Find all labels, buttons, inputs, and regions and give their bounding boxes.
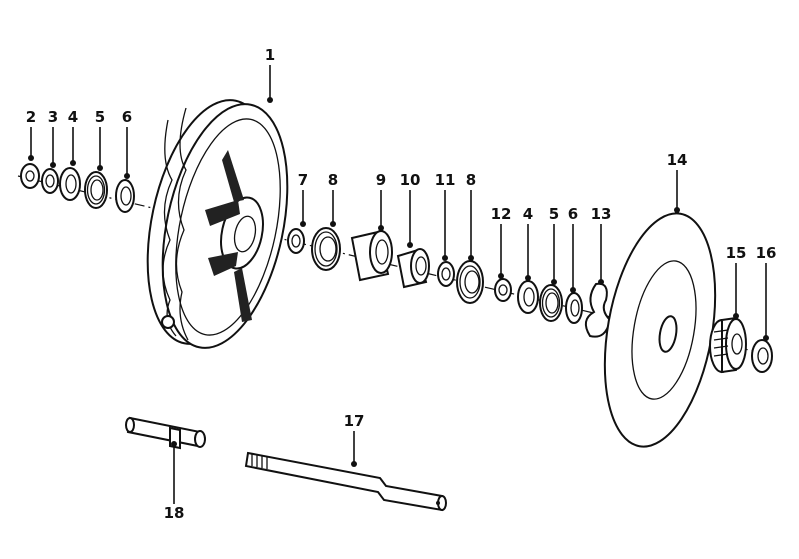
callout-dot-2 — [28, 155, 34, 161]
callout-label-6a: 6 — [122, 108, 132, 126]
callout-label-2: 2 — [26, 108, 36, 126]
sleeve-10 — [396, 248, 430, 289]
callout-label-4b: 4 — [523, 205, 533, 223]
callout-dot-16 — [763, 335, 769, 341]
axle-shaft — [244, 451, 447, 512]
callout-label-13: 13 — [591, 205, 612, 223]
callout-label-17: 17 — [344, 412, 365, 430]
callout-dot-5b — [551, 279, 557, 285]
callout-dot-3a — [50, 162, 56, 168]
bearing-5b — [539, 284, 563, 322]
callout-label-1: 1 — [265, 46, 275, 64]
callout-dot-15 — [733, 313, 739, 319]
callout-dot-1 — [267, 97, 273, 103]
sleeve-9 — [350, 230, 393, 282]
callout-dot-4b — [525, 275, 531, 281]
callout-dot-8a — [330, 221, 336, 227]
callout-dot-5a — [97, 165, 103, 171]
spacer-11 — [437, 261, 455, 287]
callout-label-3a: 3 — [48, 108, 58, 126]
bearing-8b — [456, 260, 484, 304]
callout-label-9: 9 — [376, 171, 386, 189]
callout-label-14: 14 — [667, 151, 688, 169]
bearing-5a — [84, 171, 108, 209]
nut-16 — [751, 339, 773, 373]
callout-dot-6b — [570, 287, 576, 293]
callout-label-5a: 5 — [95, 108, 105, 126]
callout-label-8b: 8 — [466, 171, 476, 189]
callout-dot-10 — [407, 242, 413, 248]
callout-dot-17 — [351, 461, 357, 467]
callout-label-15: 15 — [726, 244, 747, 262]
callout-label-4a: 4 — [68, 108, 78, 126]
callout-dot-14 — [674, 207, 680, 213]
bearing-8a — [311, 227, 341, 271]
callout-dot-12 — [498, 273, 504, 279]
handle-tool — [125, 416, 206, 450]
spacer-12 — [494, 278, 512, 302]
callout-label-8a: 8 — [328, 171, 338, 189]
washer-3 — [41, 168, 59, 194]
callout-label-10: 10 — [400, 171, 421, 189]
seal-4b — [517, 280, 539, 314]
wheel-hub — [146, 99, 289, 349]
threaded-nut — [709, 316, 747, 374]
spacer-7 — [287, 228, 305, 254]
seal-4a — [59, 167, 81, 201]
callout-label-16: 16 — [756, 244, 777, 262]
callout-label-11: 11 — [435, 171, 456, 189]
callout-dot-9 — [378, 225, 384, 231]
nut-2 — [20, 163, 40, 189]
callout-dot-13 — [598, 279, 604, 285]
callout-dot-4a — [70, 160, 76, 166]
callout-label-5b: 5 — [549, 205, 559, 223]
spring-clip-13 — [584, 282, 612, 338]
callout-dot-7 — [300, 221, 306, 227]
callout-label-18: 18 — [164, 504, 185, 522]
callout-dot-6a — [124, 173, 130, 179]
brake-disc — [603, 212, 717, 448]
ring-6a — [115, 179, 135, 213]
ring-6b — [565, 292, 583, 324]
callout-dot-8b — [468, 255, 474, 261]
callout-dot-18 — [171, 441, 177, 447]
callout-label-6b: 6 — [568, 205, 578, 223]
callout-label-7: 7 — [298, 171, 308, 189]
callout-label-12: 12 — [491, 205, 512, 223]
callout-dot-11 — [442, 255, 448, 261]
